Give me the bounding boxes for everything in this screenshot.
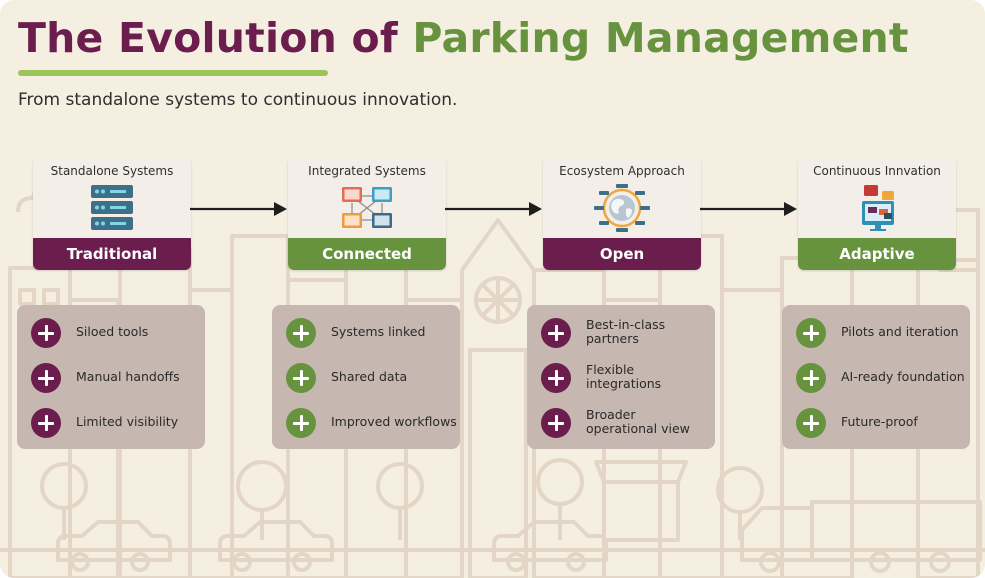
card-traditional: Siloed tools Manual handoffs Limited vis… (17, 305, 205, 449)
list-item: Flexible integrations (541, 360, 721, 394)
list-item-text: Limited visibility (76, 414, 179, 429)
plus-icon (541, 363, 571, 393)
stage-name: Ecosystem Approach (559, 164, 685, 178)
page-title: The Evolution of Parking Management (18, 14, 909, 62)
list-item-text: Pilots and iteration (841, 324, 959, 339)
plus-icon (31, 318, 61, 348)
title-part-1: The Evolution of (18, 14, 398, 62)
stage-label: Traditional (33, 238, 191, 270)
connected-monitors-icon (342, 187, 392, 228)
card-adaptive: Pilots and iteration AI-ready foundation… (782, 305, 970, 449)
list-item: AI-ready foundation (796, 360, 976, 394)
adaptive-dashboard-icon (862, 185, 894, 231)
list-item: Manual handoffs (31, 360, 211, 394)
list-item: Broader operational view (541, 405, 721, 439)
plus-icon (796, 318, 826, 348)
list-item-text: Broader operational view (586, 407, 690, 436)
stage-name: Continuous Innvation (813, 164, 941, 178)
arrow-right-icon (445, 202, 542, 216)
list-item: Limited visibility (31, 405, 211, 439)
plus-icon (541, 318, 571, 348)
plus-icon (286, 408, 316, 438)
list-item-text: Future-proof (841, 414, 918, 429)
list-item: Systems linked (286, 315, 466, 349)
plus-icon (31, 363, 61, 393)
list-item: Siloed tools (31, 315, 211, 349)
list-item-text: AI-ready foundation (841, 369, 965, 384)
title-part-2: Parking Management (412, 14, 909, 62)
stage-label: Open (543, 238, 701, 270)
stage-name: Standalone Systems (50, 164, 174, 178)
plus-icon (541, 408, 571, 438)
list-item-text: Systems linked (331, 324, 426, 339)
plus-icon (286, 318, 316, 348)
list-item: Best-in-class partners (541, 315, 721, 349)
stage-connected: Integrated Systems Connected (288, 157, 446, 270)
list-item-text: Flexible integrations (586, 362, 662, 391)
card-connected: Systems linked Shared data Improved work… (272, 305, 460, 449)
list-item: Future-proof (796, 405, 976, 439)
plus-icon (31, 408, 61, 438)
list-item: Pilots and iteration (796, 315, 976, 349)
plus-icon (796, 363, 826, 393)
list-item-text: Best-in-class partners (586, 317, 666, 346)
title-underline (18, 70, 328, 76)
stage-label: Connected (288, 238, 446, 270)
plus-icon (286, 363, 316, 393)
list-item-text: Manual handoffs (76, 369, 180, 384)
card-open: Best-in-class partners Flexible integrat… (527, 305, 715, 449)
list-item-text: Shared data (331, 369, 408, 384)
plus-icon (796, 408, 826, 438)
stage-name: Integrated Systems (308, 164, 426, 178)
list-item-text: Improved workflows (331, 414, 457, 429)
page-subtitle: From standalone systems to continuous in… (18, 90, 458, 110)
list-item-text: Siloed tools (76, 324, 149, 339)
stage-traditional: Standalone Systems Traditional (33, 157, 191, 270)
server-rack-icon (91, 185, 133, 230)
arrow-right-icon (700, 202, 797, 216)
stage-open: Ecosystem Approach Open (543, 157, 701, 270)
list-item: Improved workflows (286, 405, 466, 439)
globe-network-icon (594, 184, 650, 232)
arrow-right-icon (190, 202, 287, 216)
stage-label: Adaptive (798, 238, 956, 270)
list-item: Shared data (286, 360, 466, 394)
stage-adaptive: Continuous Innvation Adaptive (798, 157, 956, 270)
